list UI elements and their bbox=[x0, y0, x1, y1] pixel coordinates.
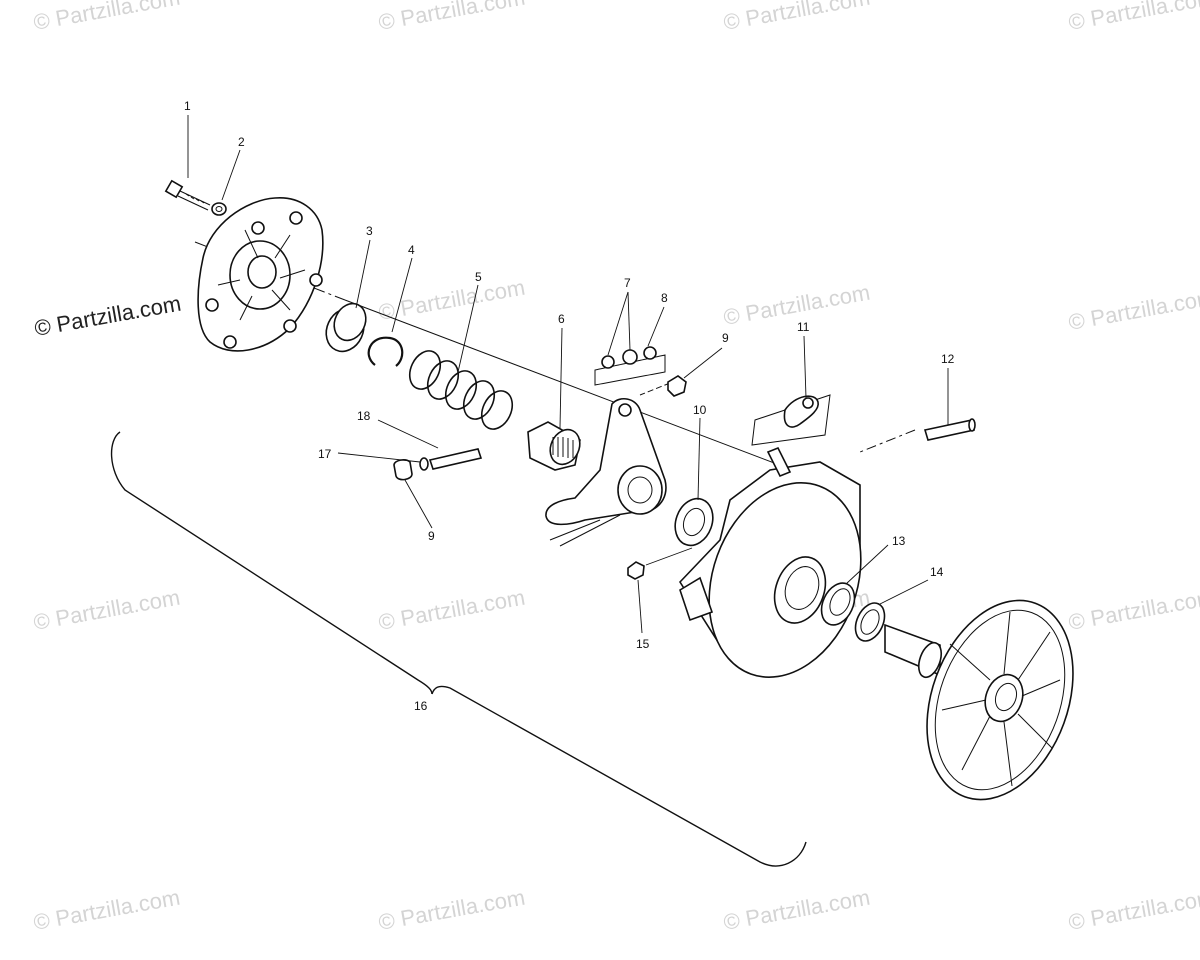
callout-3: 3 bbox=[366, 224, 373, 238]
watermark-dark: © Partzilla.com bbox=[33, 291, 183, 341]
pin-part-12 bbox=[923, 418, 976, 441]
snap-ring-part-4 bbox=[367, 336, 404, 367]
callout-13: 13 bbox=[892, 534, 906, 548]
roller-part-6 bbox=[527, 421, 581, 471]
spring-part-5 bbox=[408, 350, 514, 430]
callout-2: 2 bbox=[238, 135, 245, 149]
spider-arm bbox=[545, 397, 667, 547]
callout-8: 8 bbox=[661, 291, 668, 305]
watermark: © Partzilla.com bbox=[1067, 585, 1200, 635]
callout-16: 16 bbox=[414, 699, 428, 713]
callout-7: 7 bbox=[624, 276, 631, 290]
nut-part-9 bbox=[667, 375, 687, 397]
callout-12: 12 bbox=[941, 352, 955, 366]
watermark: © Partzilla.com bbox=[377, 885, 527, 935]
callout-11: 11 bbox=[797, 320, 810, 334]
washers-part-7-8 bbox=[594, 346, 666, 386]
callout-14: 14 bbox=[930, 565, 944, 579]
watermark: © Partzilla.com bbox=[1067, 885, 1200, 935]
callout-18: 18 bbox=[357, 409, 371, 423]
watermark: © Partzilla.com bbox=[32, 0, 182, 35]
washer-part-14 bbox=[854, 602, 886, 642]
bushing-part-3 bbox=[325, 302, 367, 353]
watermark: © Partzilla.com bbox=[32, 585, 182, 635]
bolt-part-1 bbox=[164, 179, 211, 211]
washer-part-2 bbox=[211, 202, 227, 216]
watermark: © Partzilla.com bbox=[722, 0, 872, 35]
watermark: © Partzilla.com bbox=[1067, 285, 1200, 335]
callout-9: 9 bbox=[722, 331, 729, 345]
cap-part-9-lower bbox=[393, 459, 413, 481]
callout-6: 6 bbox=[558, 312, 565, 326]
watermark: © Partzilla.com bbox=[377, 0, 527, 35]
washer-part-17 bbox=[419, 457, 429, 471]
callout-9-lower: 9 bbox=[428, 529, 435, 543]
callout-4: 4 bbox=[408, 243, 415, 257]
moveable-sheave bbox=[678, 446, 862, 678]
callout-5: 5 bbox=[475, 270, 482, 284]
callout-15: 15 bbox=[636, 637, 650, 651]
watermark: © Partzilla.com bbox=[722, 885, 872, 935]
washer-part-10 bbox=[674, 497, 714, 547]
leader-lines bbox=[187, 115, 949, 634]
watermark: © Partzilla.com bbox=[377, 585, 527, 635]
watermark: © Partzilla.com bbox=[377, 275, 527, 325]
callout-1: 1 bbox=[184, 99, 191, 113]
callout-numbers: 1 2 3 4 5 6 7 8 9 10 11 12 13 14 15 16 1… bbox=[184, 99, 955, 713]
assembly-bracket-16 bbox=[110, 431, 807, 867]
pin-part-18 bbox=[428, 448, 483, 470]
callout-17: 17 bbox=[318, 447, 332, 461]
clip-part-11 bbox=[751, 394, 831, 446]
cover-housing bbox=[197, 197, 324, 352]
watermark: © Partzilla.com bbox=[1067, 0, 1200, 35]
bushing-part-13 bbox=[820, 582, 856, 626]
nut-part-15 bbox=[627, 561, 645, 580]
callout-10: 10 bbox=[693, 403, 707, 417]
fixed-sheave bbox=[884, 599, 1074, 801]
watermark: © Partzilla.com bbox=[32, 885, 182, 935]
